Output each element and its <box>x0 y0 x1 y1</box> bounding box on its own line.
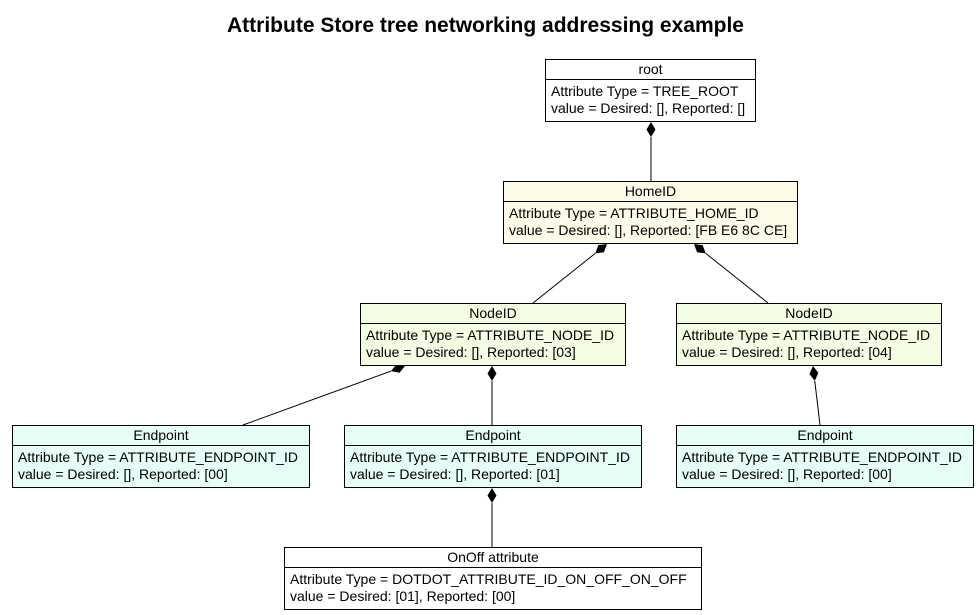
attribute-type: Attribute Type = ATTRIBUTE_ENDPOINT_ID <box>18 449 298 465</box>
edge-node2-to-ep3 <box>814 380 821 426</box>
attribute-type: Attribute Type = ATTRIBUTE_NODE_ID <box>366 327 615 343</box>
endpoint-node-00-a: Endpoint Attribute Type = ATTRIBUTE_ENDP… <box>12 425 310 488</box>
endpoint-node-01: Endpoint Attribute Type = ATTRIBUTE_ENDP… <box>344 425 642 488</box>
edge-home-to-node2 <box>705 252 769 304</box>
composition-diamond-icon <box>809 366 819 381</box>
attribute-type: Attribute Type = ATTRIBUTE_ENDPOINT_ID <box>682 449 962 465</box>
node-name: root <box>546 60 755 80</box>
node-name: Endpoint <box>345 426 641 446</box>
node-name: OnOff attribute <box>285 548 701 568</box>
node-name: NodeID <box>677 304 941 324</box>
edge-node1-to-ep1 <box>242 370 392 426</box>
attribute-value: value = Desired: [], Reported: [00] <box>18 466 228 482</box>
attribute-type: Attribute Type = ATTRIBUTE_ENDPOINT_ID <box>350 449 630 465</box>
attribute-value: value = Desired: [], Reported: [01] <box>350 466 560 482</box>
composition-diamond-icon <box>390 364 405 373</box>
onoff-attribute-node: OnOff attribute Attribute Type = DOTDOT_… <box>284 547 702 610</box>
homeid-node: HomeID Attribute Type = ATTRIBUTE_HOME_I… <box>503 181 798 244</box>
attribute-value: value = Desired: [], Reported: [04] <box>682 344 892 360</box>
node-name: NodeID <box>361 304 625 324</box>
attribute-type: Attribute Type = ATTRIBUTE_HOME_ID <box>509 205 759 221</box>
node-name: Endpoint <box>13 426 309 446</box>
attribute-value: value = Desired: [], Reported: [00] <box>682 466 892 482</box>
attribute-value: value = Desired: [], Reported: [03] <box>366 344 576 360</box>
composition-diamond-icon <box>694 244 706 254</box>
composition-diamond-icon <box>646 122 656 137</box>
node-name: HomeID <box>504 182 797 202</box>
nodeid-node-03: NodeID Attribute Type = ATTRIBUTE_NODE_I… <box>360 303 626 366</box>
attribute-value: value = Desired: [01], Reported: [00] <box>290 588 516 604</box>
attribute-value: value = Desired: [], Reported: [] <box>551 100 746 116</box>
edge-home-to-node1 <box>532 252 596 304</box>
composition-diamond-icon <box>487 366 497 381</box>
endpoint-node-00-b: Endpoint Attribute Type = ATTRIBUTE_ENDP… <box>676 425 974 488</box>
attribute-value: value = Desired: [], Reported: [FB E6 8C… <box>509 222 788 238</box>
root-node: root Attribute Type = TREE_ROOT value = … <box>545 59 756 122</box>
attribute-type: Attribute Type = ATTRIBUTE_NODE_ID <box>682 327 931 343</box>
attribute-type: Attribute Type = TREE_ROOT <box>551 83 739 99</box>
diagram-title: Attribute Store tree networking addressi… <box>227 14 744 37</box>
node-name: Endpoint <box>677 426 973 446</box>
nodeid-node-04: NodeID Attribute Type = ATTRIBUTE_NODE_I… <box>676 303 942 366</box>
composition-diamond-icon <box>595 244 607 254</box>
composition-diamond-icon <box>487 488 497 503</box>
attribute-type: Attribute Type = DOTDOT_ATTRIBUTE_ID_ON_… <box>290 571 687 587</box>
